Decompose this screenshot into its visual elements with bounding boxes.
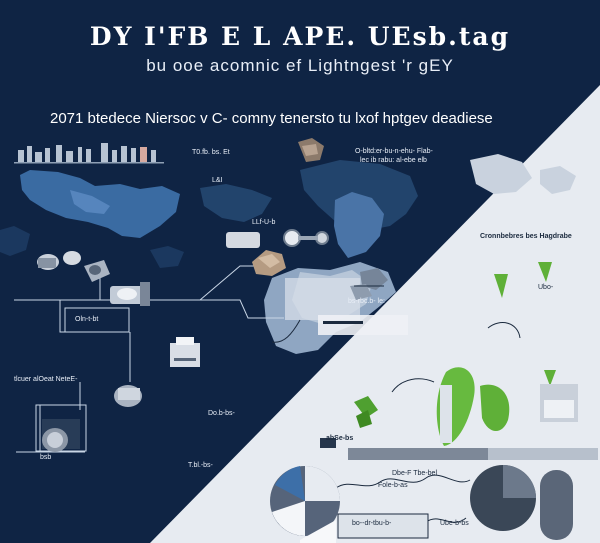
device-screen [544, 400, 574, 418]
data-block-label: O-bltd:er-bu-n-ehu- Flab- [355, 148, 433, 155]
scanner-icon [114, 385, 142, 407]
robot-arm-icon [110, 282, 150, 306]
page-title: DY I'FB E L APE. UEsb.tag [89, 22, 511, 51]
bottom-label-2: Ube-b-bs [440, 520, 469, 527]
label-box [64, 307, 130, 333]
pie-chart-right [470, 465, 536, 531]
data-block-label-2: lec ib rabu: al-ebe elb [360, 157, 427, 164]
plant-icon [298, 138, 324, 162]
left-side-label: tlcuer alOeat NeteE- [14, 376, 78, 383]
small-block [320, 438, 336, 448]
left-box-label: Oln-t-bt [75, 316, 99, 323]
bar-pill [540, 470, 573, 540]
left-bottom-label: bsb [40, 454, 52, 461]
leaf-stem-bar [440, 385, 452, 443]
page-subtitle: bu ooe acomnic ef Lightngest 'r gEY [146, 56, 454, 75]
rock-icon [252, 250, 286, 276]
machinery-icon [37, 251, 110, 282]
data-panel-line [323, 321, 363, 324]
map-tag-label: L&I [212, 177, 223, 184]
data-panel [318, 315, 408, 335]
light-wedge [300, 520, 336, 543]
city-note-label: T0.fb. bs. Et [192, 149, 230, 156]
right-header-label: Cronnbebres bes Hagdrabe [480, 233, 572, 240]
map-tag-sub-label: LLf-U-b [252, 219, 276, 226]
lower-note-label: Do.b-bs- [208, 410, 235, 417]
data-label-2: Fole-b-as [378, 482, 408, 489]
light-side-map-icon [470, 154, 576, 194]
mid-label: abSe-bs [326, 435, 354, 442]
printer-icon [170, 337, 200, 367]
city-skyline-icon [14, 143, 164, 164]
pin-label: Ubo- [538, 284, 554, 291]
bottom-label: bo--dr-tbu-b- [352, 520, 392, 527]
pie-chart-left [270, 466, 340, 536]
mid-small-label: T.bl.-bs- [188, 462, 213, 469]
camera-icon [226, 229, 329, 248]
world-map-icon [0, 160, 418, 268]
tagline: 2071 btedece Niersoc v C- comny tenersto… [50, 110, 493, 127]
bottom-panel [337, 513, 429, 539]
landscape-icon [350, 268, 388, 300]
translucent-panel [285, 278, 360, 320]
data-label: Dbe-F Tbe-bel [392, 470, 438, 477]
drum-icon [42, 419, 80, 452]
progress-fill [348, 448, 488, 460]
light-diagonal-panel [150, 85, 600, 543]
center-note-label: bs-rbc.b- le: [348, 298, 385, 305]
label-box-lower [35, 404, 87, 452]
